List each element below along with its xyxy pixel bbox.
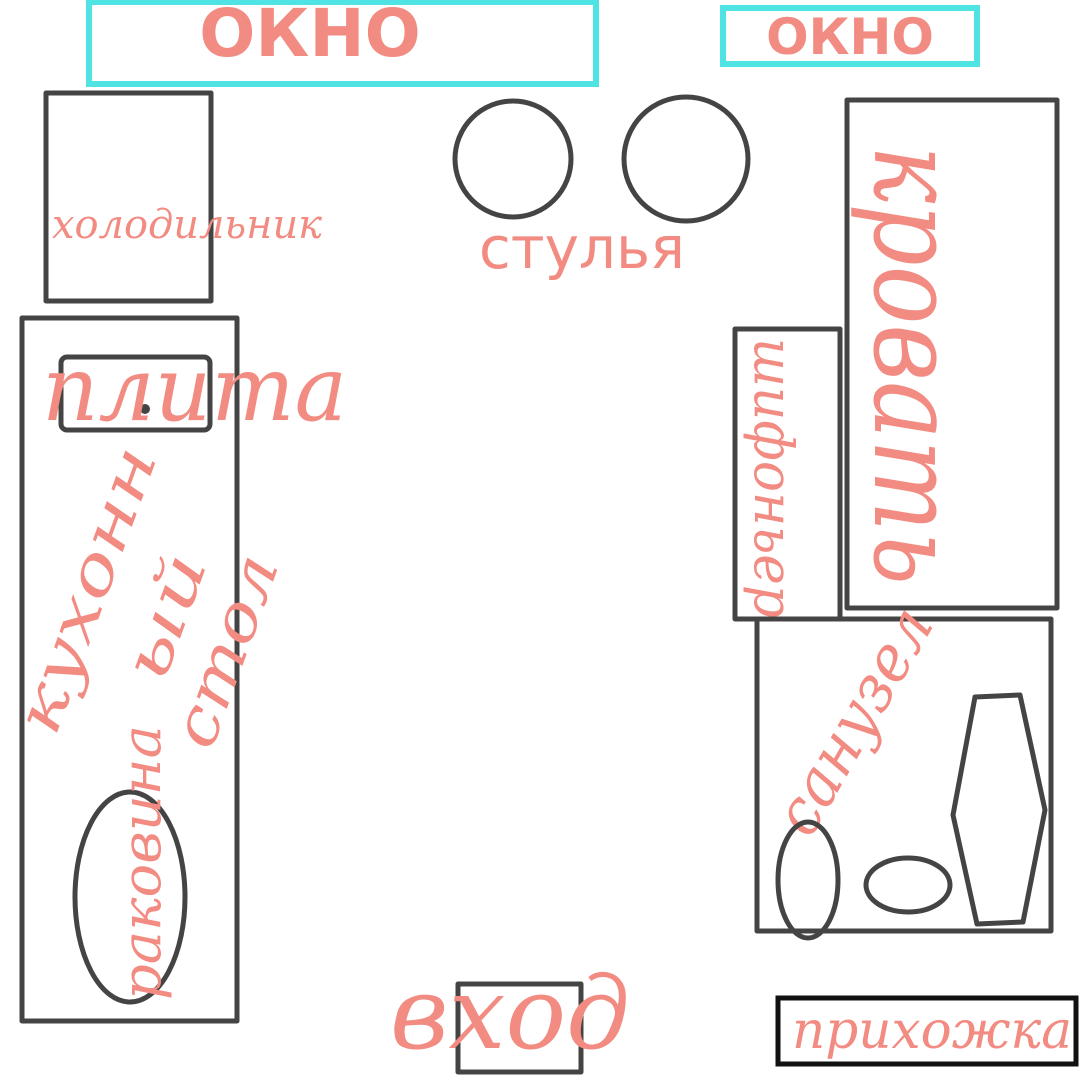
fridge-label: холодильник <box>52 202 322 248</box>
washbasin-shape <box>775 819 841 941</box>
entrance-label: вход <box>390 955 630 1072</box>
chairs-label: стулья <box>479 214 685 282</box>
wardrobe-label: шифоньер <box>742 338 805 618</box>
bathtub-shape <box>950 692 1048 927</box>
window-left-label: ОКНО <box>199 0 420 72</box>
bed-label: кровать <box>847 145 981 585</box>
bathroom-label: санузел <box>760 594 949 848</box>
bathroom-box <box>754 616 1054 934</box>
window-right-label: ОКНО <box>766 8 934 66</box>
chair-circle <box>621 94 751 224</box>
hallway-label: прихожка <box>792 1001 1072 1061</box>
window-left-frame <box>86 0 599 87</box>
kitchen-counter-box <box>19 315 240 1024</box>
window-right-frame <box>720 5 980 67</box>
fridge-box <box>43 90 214 304</box>
sink-ellipse <box>72 789 188 1005</box>
hallway-box <box>775 995 1079 1067</box>
stove-burner <box>140 404 150 414</box>
stove-box <box>58 354 213 433</box>
chair-circle <box>452 98 574 220</box>
sink-label: раковина <box>110 725 173 1000</box>
stove-label: плита <box>42 337 347 442</box>
entrance-door-box <box>455 981 584 1075</box>
toilet-shape <box>863 855 953 915</box>
bed-box <box>844 97 1060 611</box>
